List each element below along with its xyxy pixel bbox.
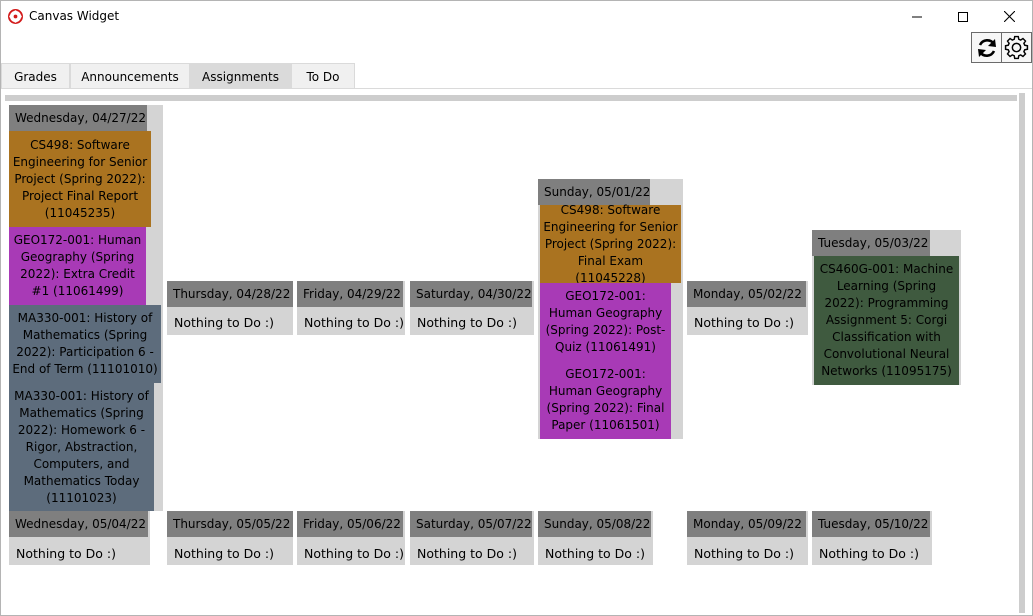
tab-todo[interactable]: To Do — [291, 63, 355, 89]
tab-bar: Grades Announcements Assignments To Do — [1, 63, 1032, 89]
assignment-card[interactable]: GEO172-001: Human Geography (Spring 2022… — [540, 361, 671, 439]
maximize-icon — [958, 11, 968, 22]
empty-day-text: Nothing to Do :) — [545, 546, 645, 561]
assignment-card[interactable]: GEO172-001: Human Geography (Spring 2022… — [9, 227, 146, 305]
empty-day-text: Nothing to Do :) — [174, 546, 274, 561]
window-title: Canvas Widget — [29, 9, 120, 23]
minimize-button[interactable] — [894, 1, 940, 32]
assignment-card[interactable]: MA330-001: History of Mathematics (Sprin… — [9, 305, 161, 383]
empty-day-text: Nothing to Do :) — [694, 546, 794, 561]
tab-label: To Do — [306, 69, 340, 84]
tab-label: Announcements — [81, 69, 179, 84]
empty-day-text: Nothing to Do :) — [16, 546, 116, 561]
tab-announcements[interactable]: Announcements — [70, 63, 190, 89]
day-header: Tuesday, 05/10/22 — [812, 511, 930, 537]
day-header: Tuesday, 05/03/22 — [812, 230, 930, 256]
assignment-card[interactable]: GEO172-001: Human Geography (Spring 2022… — [540, 283, 671, 361]
empty-day-text: Nothing to Do :) — [174, 315, 274, 330]
day-header: Sunday, 05/01/22 — [538, 179, 650, 205]
empty-day-text: Nothing to Do :) — [417, 546, 517, 561]
empty-day-text: Nothing to Do :) — [694, 315, 794, 330]
day-header: Wednesday, 04/27/22 — [9, 105, 147, 131]
gear-icon — [1004, 35, 1029, 60]
maximize-button[interactable] — [940, 1, 986, 32]
day-header: Monday, 05/02/22 — [687, 281, 806, 307]
assignment-card[interactable]: CS498: Software Engineering for Senior P… — [540, 203, 681, 285]
day-header: Saturday, 04/30/22 — [410, 281, 532, 307]
vertical-scrollbar[interactable] — [1019, 93, 1025, 613]
assignment-card[interactable]: CS498: Software Engineering for Senior P… — [9, 131, 151, 227]
close-icon — [1003, 11, 1015, 22]
empty-day-text: Nothing to Do :) — [304, 546, 404, 561]
tab-divider — [1, 88, 1032, 89]
empty-day-text: Nothing to Do :) — [417, 315, 517, 330]
day-header: Friday, 04/29/22 — [297, 281, 403, 307]
settings-button[interactable] — [1001, 32, 1032, 63]
close-button[interactable] — [986, 1, 1032, 32]
tab-assignments[interactable]: Assignments — [190, 63, 291, 89]
canvas-logo-icon — [8, 9, 23, 24]
title-bar: Canvas Widget — [1, 1, 1032, 32]
empty-day-text: Nothing to Do :) — [819, 546, 919, 561]
tab-label: Grades — [14, 69, 57, 84]
day-header: Sunday, 05/08/22 — [538, 511, 651, 537]
horizontal-scrollbar[interactable] — [5, 95, 1017, 101]
assignment-card[interactable]: CS460G-001: Machine Learning (Spring 202… — [814, 256, 959, 385]
day-header: Thursday, 05/05/22 — [167, 511, 293, 537]
day-header: Saturday, 05/07/22 — [410, 511, 532, 537]
refresh-icon — [977, 38, 996, 57]
empty-day-text: Nothing to Do :) — [304, 315, 404, 330]
day-header: Friday, 05/06/22 — [297, 511, 403, 537]
assignment-card[interactable]: MA330-001: History of Mathematics (Sprin… — [9, 383, 154, 511]
day-header: Wednesday, 05/04/22 — [9, 511, 148, 537]
tab-grades[interactable]: Grades — [1, 63, 70, 89]
tab-label: Assignments — [202, 69, 279, 84]
refresh-button[interactable] — [971, 32, 1002, 63]
day-header: Thursday, 04/28/22 — [167, 281, 293, 307]
minimize-icon — [912, 16, 922, 17]
day-header: Monday, 05/09/22 — [687, 511, 806, 537]
